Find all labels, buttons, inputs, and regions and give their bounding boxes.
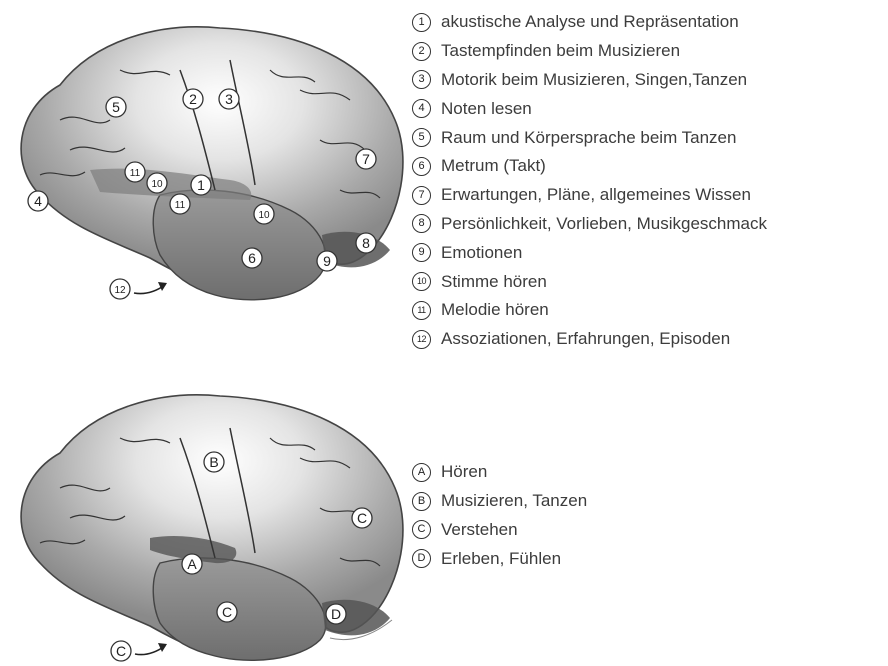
marker-11-b: 11 (170, 194, 190, 214)
legend-marker: 11 (412, 301, 431, 320)
svg-text:D: D (331, 606, 341, 622)
legend-label: Emotionen (441, 243, 522, 263)
marker-C-temporal: C (217, 602, 237, 622)
brain-diagram-lettered: A B C C D C (0, 388, 410, 666)
legend-item-5: 5 Raum und Körpersprache beim Tanzen (412, 123, 767, 152)
marker-A: A (182, 554, 202, 574)
marker-5: 5 (106, 97, 126, 117)
marker-C-outer: C (111, 641, 131, 661)
marker-2: 2 (183, 89, 203, 109)
legend-label: Noten lesen (441, 99, 532, 119)
svg-text:C: C (357, 510, 367, 526)
legend-numbered: 1 akustische Analyse und Repräsentation 2… (412, 8, 767, 354)
marker-10: 10 (254, 204, 274, 224)
legend-marker: A (412, 463, 431, 482)
svg-text:1: 1 (197, 177, 205, 193)
legend-marker: 10 (412, 272, 431, 291)
marker-11: 11 (125, 162, 145, 182)
svg-text:11: 11 (130, 168, 141, 179)
legend-item-10: 10 Stimme hören (412, 267, 767, 296)
svg-text:C: C (222, 604, 232, 620)
legend-marker: 8 (412, 214, 431, 233)
legend-label: Persönlichkeit, Vorlieben, Musikgeschmac… (441, 214, 767, 234)
marker-7: 7 (356, 149, 376, 169)
legend-item-12: 12 Assoziationen, Erfahrungen, Episoden (412, 325, 767, 354)
legend-item-4: 4 Noten lesen (412, 94, 767, 123)
marker-3: 3 (219, 89, 239, 109)
svg-text:7: 7 (362, 151, 370, 167)
marker-B: B (204, 452, 224, 472)
legend-label: Assoziationen, Erfahrungen, Episoden (441, 329, 730, 349)
marker-8: 8 (356, 233, 376, 253)
legend-item-11: 11 Melodie hören (412, 296, 767, 325)
legend-label: Raum und Körpersprache beim Tanzen (441, 128, 736, 148)
svg-text:C: C (116, 643, 126, 659)
svg-text:4: 4 (34, 193, 42, 209)
legend-marker: 2 (412, 42, 431, 61)
svg-text:6: 6 (248, 250, 256, 266)
marker-9: 9 (317, 251, 337, 271)
legend-marker: 6 (412, 157, 431, 176)
svg-text:12: 12 (114, 285, 126, 296)
legend-item-3: 3 Motorik beim Musizieren, Singen,Tanzen (412, 66, 767, 95)
svg-text:2: 2 (189, 91, 197, 107)
legend-marker: 1 (412, 13, 431, 32)
svg-text:A: A (187, 556, 197, 572)
brain-diagram-numbered: 1 2 3 4 5 6 7 8 9 10 11 10 11 12 (0, 0, 410, 330)
svg-text:3: 3 (225, 91, 233, 107)
svg-text:10: 10 (258, 210, 270, 221)
marker-C-front: C (352, 508, 372, 528)
marker-12: 12 (110, 279, 130, 299)
legend-item-6: 6 Metrum (Takt) (412, 152, 767, 181)
legend-item-B: B Musizieren, Tanzen (412, 487, 587, 516)
legend-item-7: 7 Erwartungen, Pläne, allgemeines Wissen (412, 181, 767, 210)
legend-marker: 5 (412, 128, 431, 147)
legend-marker: 4 (412, 99, 431, 118)
legend-item-9: 9 Emotionen (412, 238, 767, 267)
legend-label: Hören (441, 462, 487, 482)
legend-marker: 12 (412, 330, 431, 349)
legend-item-A: A Hören (412, 458, 587, 487)
svg-text:9: 9 (323, 253, 331, 269)
marker-6: 6 (242, 248, 262, 268)
marker-10-b: 10 (147, 173, 167, 193)
legend-marker: 7 (412, 186, 431, 205)
legend-item-1: 1 akustische Analyse und Repräsentation (412, 8, 767, 37)
legend-marker: 9 (412, 243, 431, 262)
legend-marker: D (412, 549, 431, 568)
legend-item-2: 2 Tastempfinden beim Musizieren (412, 37, 767, 66)
svg-text:11: 11 (175, 200, 186, 211)
svg-text:8: 8 (362, 235, 370, 251)
legend-label: akustische Analyse und Repräsentation (441, 12, 739, 32)
legend-label: Musizieren, Tanzen (441, 491, 587, 511)
legend-item-C: C Verstehen (412, 516, 587, 545)
marker-D: D (326, 604, 346, 624)
legend-label: Tastempfinden beim Musizieren (441, 41, 680, 61)
legend-label: Erleben, Fühlen (441, 549, 561, 569)
legend-label: Erwartungen, Pläne, allgemeines Wissen (441, 185, 751, 205)
legend-marker: B (412, 492, 431, 511)
legend-item-8: 8 Persönlichkeit, Vorlieben, Musikgeschma… (412, 210, 767, 239)
legend-label: Metrum (Takt) (441, 156, 546, 176)
legend-label: Melodie hören (441, 300, 549, 320)
svg-text:5: 5 (112, 99, 120, 115)
marker-1: 1 (191, 175, 211, 195)
marker-4: 4 (28, 191, 48, 211)
svg-text:10: 10 (151, 179, 163, 190)
legend-label: Motorik beim Musizieren, Singen,Tanzen (441, 70, 747, 90)
legend-label: Verstehen (441, 520, 518, 540)
brain-shape-top (21, 27, 403, 300)
legend-marker: C (412, 520, 431, 539)
legend-label: Stimme hören (441, 272, 547, 292)
svg-text:B: B (209, 454, 218, 470)
legend-item-D: D Erleben, Fühlen (412, 544, 587, 573)
legend-marker: 3 (412, 70, 431, 89)
brain-shape-bottom (21, 395, 403, 660)
